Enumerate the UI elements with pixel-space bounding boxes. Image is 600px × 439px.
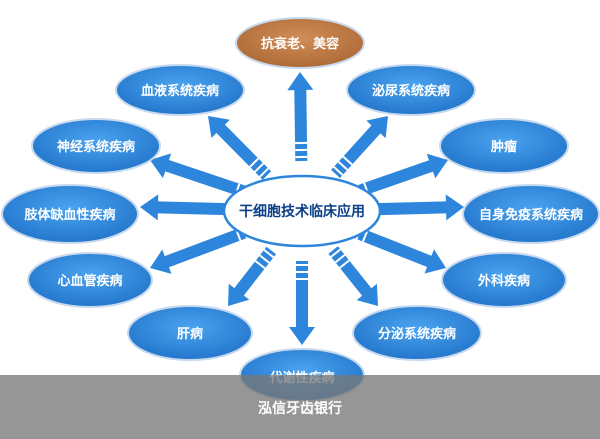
arrow-tumor	[347, 153, 448, 201]
node-endocrine-shape	[352, 305, 482, 361]
node-cardio-shape	[27, 252, 153, 308]
arrow-stripe	[330, 248, 342, 258]
arrow-stripe	[337, 161, 349, 171]
arrow-stripe	[342, 155, 353, 166]
node-nervous: 神经系统疾病	[31, 118, 161, 174]
arrow-stripe	[254, 162, 265, 173]
arrow-stripe	[249, 157, 260, 168]
arrow-stripe	[259, 167, 270, 178]
arrow-stripe	[339, 259, 350, 269]
node-blood-label: 血液系统疾病	[141, 83, 219, 99]
node-blood-shape	[115, 64, 245, 116]
node-urinary-label: 泌尿系统疾病	[372, 83, 450, 99]
node-autoimmune: 自身免疫系统疾病	[462, 184, 600, 244]
arrow-cardio	[150, 222, 258, 274]
node-tumor-label: 肿瘤	[491, 139, 517, 155]
arrow-liver	[228, 246, 276, 306]
node-cardio: 心血管疾病	[27, 252, 153, 308]
arrow-endocrine	[328, 246, 378, 306]
arrow-stripe	[263, 249, 275, 259]
node-anti-aging-label: 抗衰老、美容	[261, 36, 339, 52]
node-tumor-shape	[439, 118, 569, 174]
arrow-stripe	[362, 230, 369, 242]
node-nervous-label: 神经系统疾病	[57, 139, 135, 155]
arrow-stripe	[333, 166, 344, 176]
center-node-label: 干细胞技术临床应用	[239, 203, 365, 220]
node-endocrine-label: 分泌系统疾病	[378, 326, 456, 342]
node-urinary: 泌尿系统疾病	[346, 64, 476, 116]
node-cardio-label: 心血管疾病	[57, 273, 122, 289]
center-node-shape	[222, 174, 382, 248]
node-anti-aging-shape	[235, 17, 365, 69]
caption-bar	[0, 375, 600, 439]
node-surgery-shape	[441, 252, 567, 308]
caption-text: 泓信牙齿银行	[258, 401, 342, 417]
node-endocrine: 分泌系统疾病	[352, 305, 482, 361]
arrow-metabolic	[289, 261, 315, 345]
arrow-stripe	[334, 254, 346, 264]
node-surgery: 外科疾病	[441, 252, 567, 308]
arrow-stripe	[254, 260, 266, 270]
node-nervous-shape	[31, 118, 161, 174]
node-anti-aging: 抗衰老、美容	[235, 17, 365, 69]
arrow-anti-aging	[287, 72, 314, 162]
node-liver-shape	[127, 305, 253, 361]
center-node: 干细胞技术临床应用	[222, 174, 382, 248]
node-tumor: 肿瘤	[439, 118, 569, 174]
node-blood: 血液系统疾病	[115, 64, 245, 116]
node-liver: 肝病	[127, 305, 253, 361]
node-urinary-shape	[346, 64, 476, 116]
node-limb-ischemia-label: 肢体缺血性疾病	[24, 207, 115, 223]
arrow-blood	[208, 116, 272, 180]
arrow-stripe	[259, 254, 270, 264]
arrow-nervous	[150, 153, 257, 201]
nodes-layer: 抗衰老、美容 血液系统疾病 泌尿系统疾病 神经系统疾病 肿瘤 肢体缺血性疾病	[1, 17, 600, 402]
node-surgery-label: 外科疾病	[477, 273, 530, 289]
node-limb-ischemia: 肢体缺血性疾病	[1, 184, 139, 244]
node-autoimmune-shape	[462, 184, 600, 244]
node-liver-label: 肝病	[177, 326, 203, 342]
node-autoimmune-label: 自身免疫系统疾病	[479, 207, 583, 223]
node-limb-ischemia-shape	[1, 184, 139, 244]
arrow-urinary	[331, 116, 388, 178]
arrow-surgery	[346, 223, 446, 274]
